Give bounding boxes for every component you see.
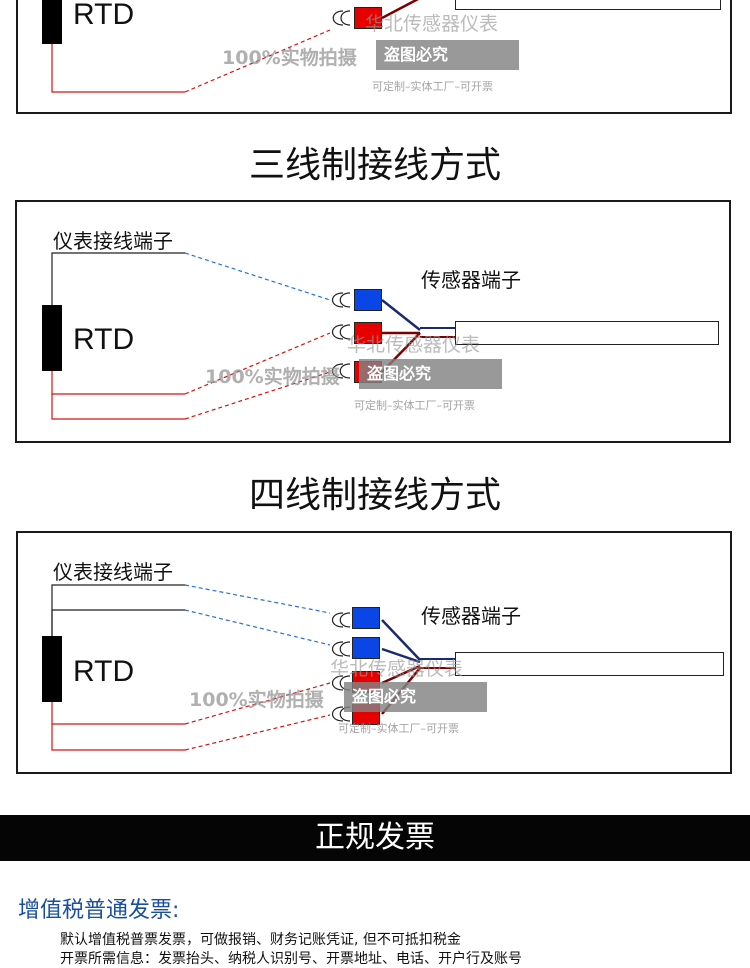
instrument-terminal-label: 仪表接线端子 [53,560,173,584]
blue-terminal [354,289,382,311]
watermark-badge: 盗图必究 [359,359,502,389]
watermark-brand: 华北传感器仪表 [330,658,464,680]
invoice-requirements: 开票所需信息：发票抬头、纳税人识别号、开票地址、电话、开户行及账号 [60,951,522,967]
three-wire-heading: 三线制接线方式 [248,145,501,186]
watermark-badge: 盗图必究 [376,40,519,70]
watermark-brand: 华北传感器仪表 [365,13,499,35]
sensor-probe [455,0,721,10]
watermark-photo: 100%实物拍摄 [205,366,340,388]
two-wire-wiring [51,0,419,93]
invoice-description: 默认增值税普票发票，可做报销、财务记账凭证, 但不可抵扣税金 [60,932,461,948]
invoice-banner: 正规发票 [0,815,750,861]
invoice-title: 增值税普通发票: [18,898,180,923]
rtd-element [42,0,62,44]
red-terminal [354,322,382,344]
instrument-terminal-label: 仪表接线端子 [53,229,173,253]
watermark-photo: 100%实物拍摄 [189,689,324,711]
watermark-photo: 100%实物拍摄 [222,47,357,69]
sensor-terminal-label: 传感器端子 [421,268,521,292]
watermark-note: 可定制–实体工厂–可开票 [372,80,493,93]
sensor-probe [455,652,724,676]
red-terminal [354,7,382,29]
sensor-probe [455,321,719,345]
rtd-label: RTD [73,323,135,356]
watermark-badge: 盗图必究 [344,682,487,712]
rtd-label: RTD [73,655,135,688]
rtd-label: RTD [73,0,135,31]
blue-terminal [352,607,380,629]
rtd-element [42,305,62,371]
watermark-note: 可定制–实体工厂–可开票 [338,722,459,735]
rtd-element [42,636,62,702]
watermark-brand: 华北传感器仪表 [347,334,481,356]
blue-terminal [352,637,380,659]
sensor-terminal-label: 传感器端子 [421,604,521,628]
four-wire-heading: 四线制接线方式 [248,475,501,516]
watermark-note: 可定制–实体工厂–可开票 [354,399,475,412]
